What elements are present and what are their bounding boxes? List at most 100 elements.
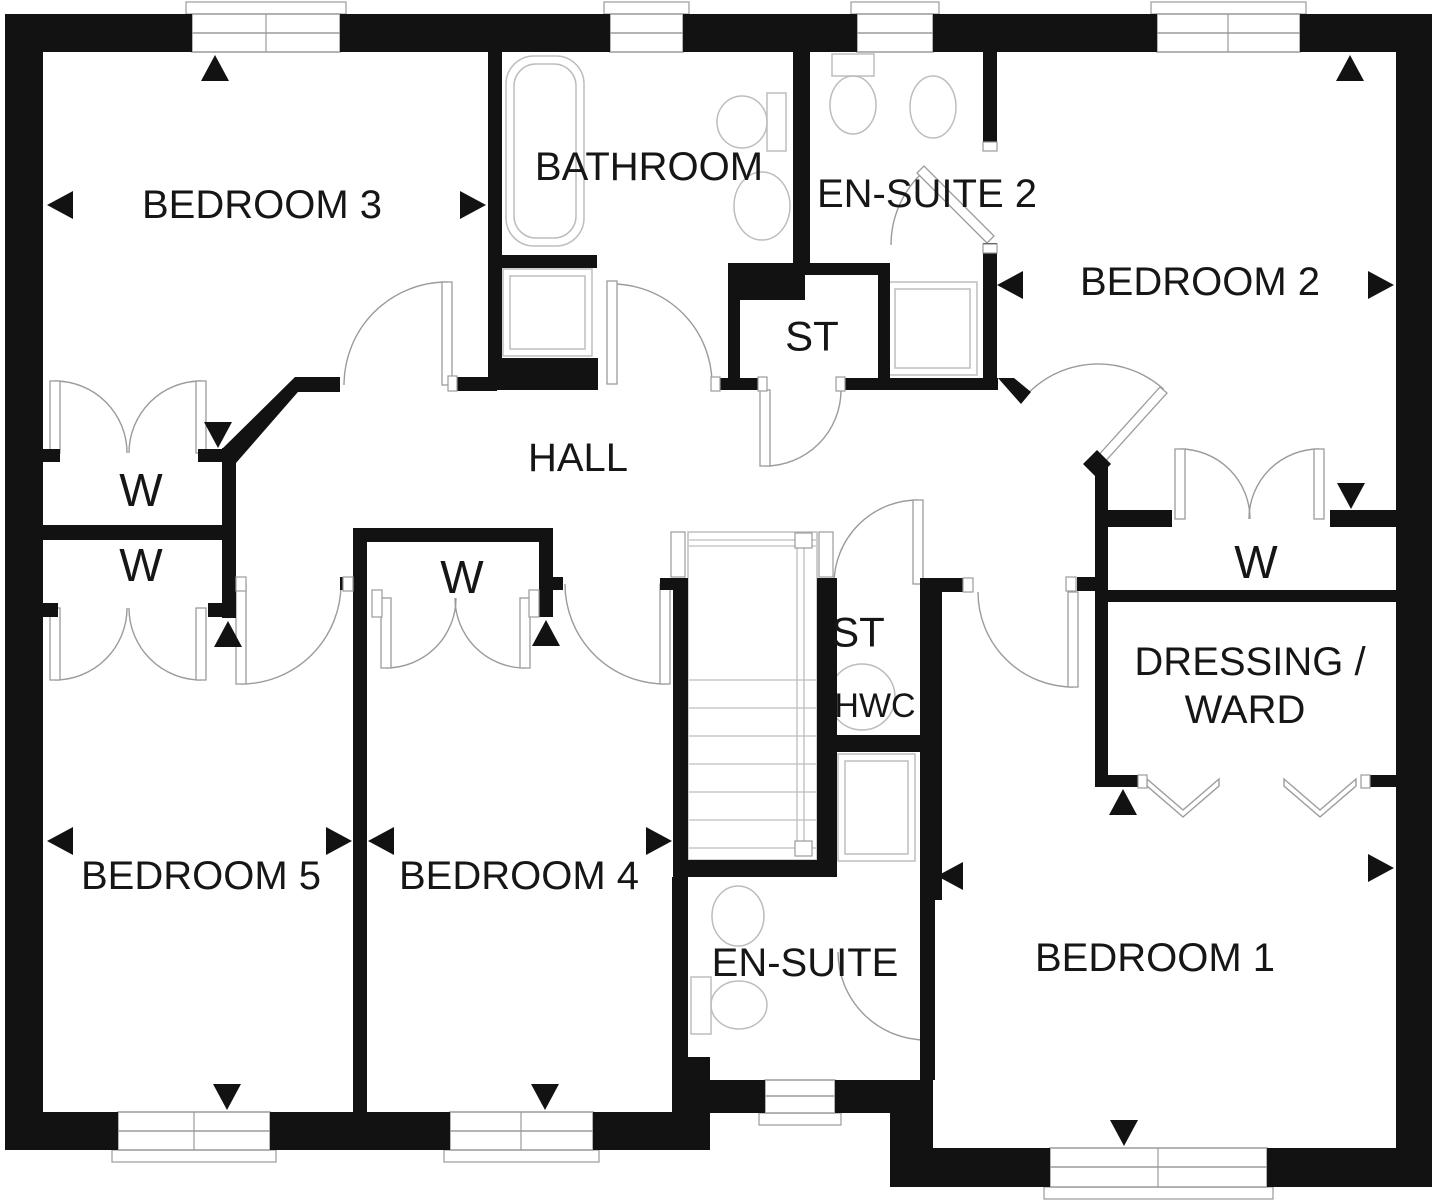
door-swing-arc (1248, 448, 1320, 520)
wall-segment (498, 255, 597, 268)
door-swing-arc (343, 281, 448, 386)
wall-segment (983, 52, 997, 142)
wall-segment (553, 577, 563, 590)
wall-segment (835, 1080, 892, 1113)
wall-segment (728, 263, 890, 275)
window-sill (758, 1112, 842, 1126)
window-sill (443, 1149, 600, 1163)
door-leaf (759, 389, 771, 467)
door-swing-arc (764, 389, 842, 467)
dimension-arrow-down (1110, 1120, 1138, 1146)
door-leaf (1313, 448, 1325, 520)
fixture (837, 753, 916, 862)
window-sill (603, 1, 690, 15)
door-jamb-frame (1360, 774, 1371, 789)
wall-segment (353, 542, 367, 1112)
room-label-hwc: HWC (834, 687, 915, 725)
wall-segment (672, 1057, 710, 1150)
dimension-arrow-right (1368, 854, 1394, 882)
wall-segment (1108, 510, 1172, 527)
wall-segment (340, 14, 610, 52)
fixture (502, 268, 593, 357)
door-jamb-frame (710, 376, 721, 392)
door-swing-arc (1023, 363, 1165, 399)
wall-segment (842, 378, 998, 390)
room-label-bedroom-5: BEDROOM 5 (81, 854, 321, 898)
dimension-arrow-right (326, 827, 352, 855)
wall-segment (488, 52, 502, 382)
wall-segment (720, 378, 758, 390)
door-jamb-frame (982, 243, 998, 254)
fixture (766, 92, 787, 152)
door-leaf (380, 597, 392, 669)
wall-segment (920, 900, 935, 1080)
door-jamb-frame (342, 576, 354, 592)
dimension-arrow-left (997, 271, 1023, 299)
stairs-layer (687, 531, 818, 861)
dimension-arrow-up (532, 620, 560, 646)
door-leaf (912, 499, 924, 585)
wall-diagonal (998, 378, 1031, 404)
fixture (733, 171, 791, 241)
wall-segment (43, 603, 58, 617)
dimension-arrow-up (1109, 789, 1137, 815)
wall-segment (793, 52, 810, 263)
wall-segment (43, 525, 222, 540)
room-label-bedroom-4: BEDROOM 4 (399, 854, 639, 898)
door-jamb-frame (1137, 774, 1148, 789)
windows-layer (111, 1, 1307, 1200)
bifold-door (1146, 777, 1220, 818)
door-swing-arc (54, 380, 128, 454)
room-label-dressing-line2: WARD (1185, 688, 1306, 732)
fixture (710, 980, 768, 1030)
window-sill (111, 1149, 277, 1163)
door-jamb-frame (835, 376, 846, 392)
walls-layer (5, 14, 1432, 1187)
wall-segment (660, 578, 673, 590)
door-jamb-frame (1065, 576, 1077, 592)
door-jamb-frame (447, 375, 458, 392)
room-label-bedroom-2: BEDROOM 2 (1080, 260, 1320, 304)
wall-segment (455, 377, 497, 391)
dimension-arrow-right (646, 827, 672, 855)
dimension-arrow-down (204, 422, 232, 448)
door-leaf (659, 583, 671, 685)
doors-layer (49, 165, 1357, 1041)
wall-diagonal (222, 377, 311, 463)
door-jamb-frame (528, 589, 540, 618)
wall-segment (497, 358, 598, 390)
door-leaf (195, 380, 207, 454)
wall-segment (728, 275, 805, 300)
door-swing-arc (837, 951, 927, 1041)
door-swing-arc (1179, 448, 1251, 520)
wall-segment (1095, 462, 1108, 787)
room-label-st-stairs: ST (831, 609, 885, 656)
wall-segment (728, 300, 740, 378)
fixture (690, 976, 712, 1035)
wall-segment (1100, 590, 1397, 602)
door-leaf (235, 583, 247, 685)
door-leaf (195, 607, 207, 681)
dimension-arrow-left (368, 827, 394, 855)
wall-segment (673, 578, 688, 863)
room-label-bedroom-1: BEDROOM 1 (1035, 936, 1275, 980)
room-label-en-suite-2: EN-SUITE 2 (817, 172, 1037, 216)
door-swing-arc (54, 607, 128, 681)
wall-segment (353, 528, 553, 542)
wall-segment (933, 14, 1157, 52)
door-swing-arc (977, 591, 1074, 688)
fixture (716, 95, 768, 149)
wall-segment (1095, 775, 1138, 787)
room-label-bathroom: BATHROOM (535, 145, 763, 189)
door-jamb-frame (670, 531, 686, 578)
dimension-arrow-down (531, 1084, 559, 1110)
wall-segment (297, 377, 340, 392)
window-sill (185, 1, 347, 15)
door-leaf-diagonal (1094, 386, 1168, 466)
wall-segment (5, 14, 43, 1150)
door-leaf (606, 280, 618, 385)
wall-segment (198, 449, 222, 462)
staircase-outline (687, 531, 818, 861)
